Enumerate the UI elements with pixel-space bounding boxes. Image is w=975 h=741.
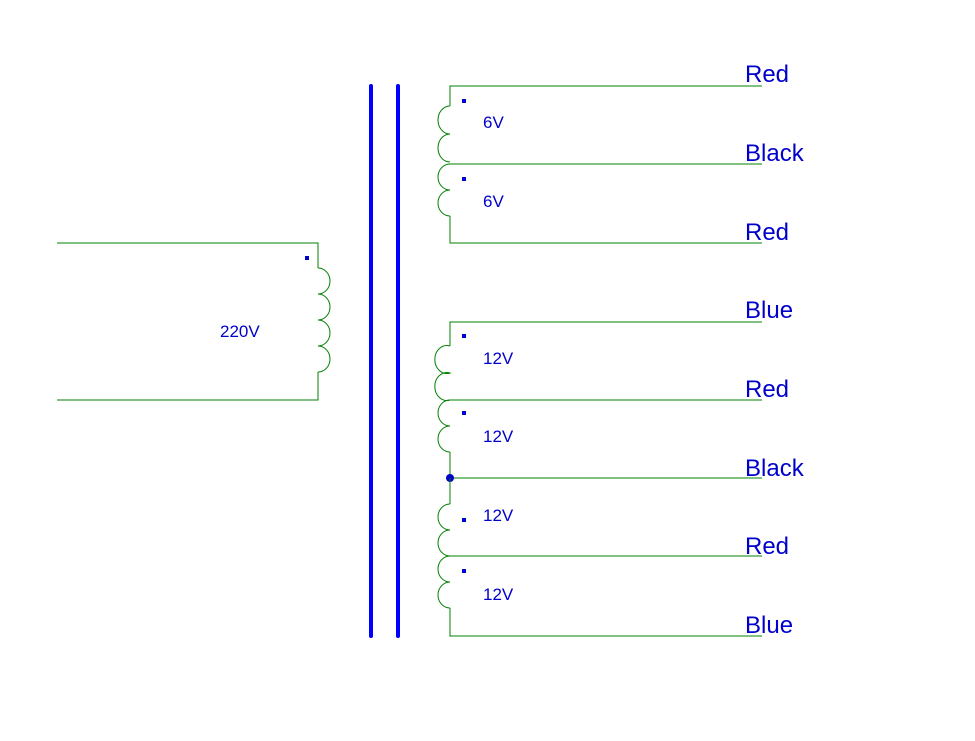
tap-wire-1 [449, 85, 762, 106]
tap-wire-8 [449, 608, 762, 637]
winding-voltage-label: 12V [483, 506, 514, 525]
polarity-dot [462, 518, 466, 522]
primary-winding: 220V [57, 242, 331, 401]
secondary-12v-coil-4 [437, 555, 451, 609]
polarity-dot [462, 177, 466, 181]
tap-wire-4 [449, 321, 762, 346]
wire-color-label: Red [745, 61, 789, 88]
wire-color-label: Blue [745, 612, 793, 639]
tap-wire-6 [449, 452, 762, 479]
secondary-12v-coil-1 [434, 345, 452, 401]
polarity-dot [462, 411, 466, 415]
secondary-6v-coil-2 [437, 163, 451, 217]
primary-top-lead [57, 242, 319, 268]
primary-polarity-dot [305, 256, 309, 260]
wire-color-label: Black [745, 140, 805, 167]
secondary-6v-coil-1 [437, 105, 451, 163]
secondary-12v-group: 12V 12V 12V 12V [434, 321, 762, 637]
polarity-dot [462, 99, 466, 103]
wire-color-label: Red [745, 219, 789, 246]
polarity-dot [462, 334, 466, 338]
winding-voltage-label: 12V [483, 427, 514, 446]
primary-voltage-label: 220V [220, 322, 260, 341]
primary-bottom-lead [57, 372, 319, 401]
winding-voltage-label: 12V [483, 585, 514, 604]
wire-color-label: Red [745, 376, 789, 403]
winding-voltage-label: 12V [483, 349, 514, 368]
secondary-12v-coil-3 [437, 503, 451, 557]
secondary-12v-coil-2 [437, 399, 451, 453]
tap-wire-3 [449, 216, 762, 244]
wire-color-label: Red [745, 533, 789, 560]
secondary-6v-group: 6V 6V [437, 85, 762, 244]
polarity-dot [462, 569, 466, 573]
transformer-core [369, 84, 400, 638]
winding-voltage-label: 6V [483, 192, 504, 211]
winding-voltage-label: 6V [483, 113, 504, 132]
wire-color-labels: Red Black Red Blue Red Black Red Blue [745, 61, 805, 639]
primary-coil [317, 267, 331, 373]
wire-color-label: Black [745, 455, 805, 482]
wire-color-label: Blue [745, 297, 793, 324]
